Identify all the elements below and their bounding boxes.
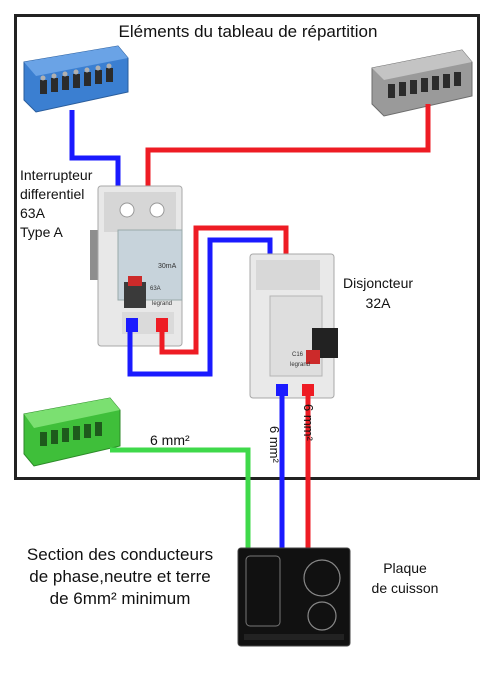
breaker-label: Disjoncteur 32A: [343, 275, 414, 311]
svg-text:30mA: 30mA: [158, 263, 177, 270]
ground-bus-bar-icon: [23, 397, 121, 467]
cooktop-label: Plaque de cuisson: [371, 560, 439, 596]
section-note: Section des conducteurs de phase,neutre …: [26, 545, 214, 608]
svg-text:63A: 63A: [150, 286, 161, 292]
neutral-wire-size: 6 mm²: [267, 426, 282, 463]
svg-text:legrand: legrand: [152, 301, 172, 307]
svg-text:legrand: legrand: [290, 362, 310, 368]
neutral-bus-bar-icon: [23, 45, 129, 113]
phase-wire-size: 6 mm²: [301, 404, 316, 441]
rcd-icon: 30mA 63A legrand: [90, 185, 183, 347]
phase-bus-bar-icon: [371, 49, 473, 117]
ground-wire-size: 6 mm²: [150, 432, 190, 448]
rcd-label: Interrupteur differentiel 63A Type A: [20, 167, 93, 240]
cooktop-icon: [237, 547, 351, 647]
svg-text:C16: C16: [292, 352, 304, 358]
page-title: Eléments du tableau de répartition: [118, 22, 378, 41]
breaker-icon: C16 legrand: [249, 253, 338, 399]
